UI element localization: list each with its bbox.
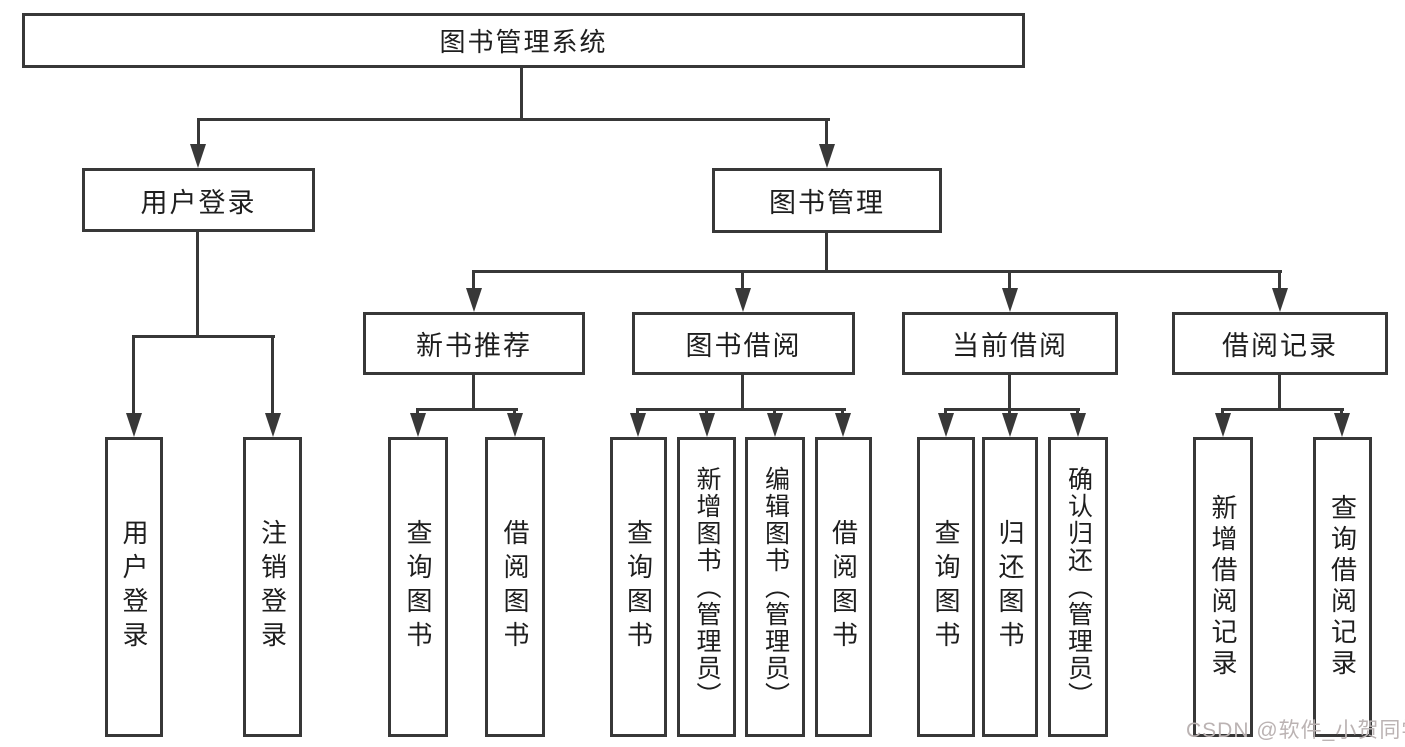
arrow-into-leaf-cb-return [1002,413,1018,437]
arrow-into-leaf-login [126,413,142,437]
arrow-into-leaf-bb-add [699,413,715,437]
leaf-cb-return-book: 归还图书 [982,437,1038,737]
arrow-into-book-management [819,144,835,168]
edge-current-borrow-stem [1008,375,1011,410]
leaf-br-query-record: 查询借阅记录 [1313,437,1372,737]
leaf-bb-borrow-book: 借阅图书 [815,437,872,737]
arrow-into-leaf-bb-query [630,413,646,437]
arrow-into-leaf-bb-borrow [835,413,851,437]
node-current-borrow: 当前借阅 [902,312,1118,375]
node-book-management-label: 图书管理 [769,188,885,218]
edge-book-management-rail [473,270,1282,273]
node-new-book-recommend: 新书推荐 [363,312,585,375]
leaf-bb-edit-book-admin: 编辑图书（管理员） [745,437,805,737]
edge-current-borrow-rail [945,408,1080,411]
edge-to-borrow-records-stem [1278,270,1281,293]
edge-to-book-management-stem [825,118,828,152]
leaf-cb-query-book: 查询图书 [917,437,975,737]
arrow-into-user-login [190,144,206,168]
leaf-br-query-record-label: 查询借阅记录 [1327,494,1358,680]
arrow-into-leaf-rec-query [410,413,426,437]
leaf-logout-label: 注销登录 [257,519,288,655]
arrow-into-leaf-cb-confirm [1070,413,1086,437]
leaf-bb-add-book-admin-label: 新增图书（管理员） [693,465,721,709]
arrow-into-book-borrow [735,288,751,312]
leaf-cb-confirm-return-admin-label: 确认归还（管理员） [1064,465,1093,709]
node-book-management: 图书管理 [712,168,942,233]
edge-new-book-recommend-rail [417,408,518,411]
leaf-cb-confirm-return-admin: 确认归还（管理员） [1048,437,1108,737]
leaf-br-add-record-label: 新增借阅记录 [1208,494,1238,680]
leaf-rec-query-book: 查询图书 [388,437,448,737]
node-user-login: 用户登录 [82,168,315,232]
leaf-cb-query-book-label: 查询图书 [931,519,961,655]
arrow-into-leaf-cb-query [938,413,954,437]
node-user-login-label: 用户登录 [140,187,257,218]
arrow-into-leaf-bb-edit [767,413,783,437]
edge-user-login-rail [133,335,275,338]
leaf-logout: 注销登录 [243,437,302,737]
leaf-user-login-label: 用户登录 [119,519,149,655]
edge-book-management-stem [825,233,828,272]
leaf-user-login: 用户登录 [105,437,163,737]
node-current-borrow-label: 当前借阅 [952,331,1068,361]
edge-to-new-book-recommend-stem [472,270,475,293]
leaf-rec-borrow-book: 借阅图书 [485,437,545,737]
edge-new-book-recommend-stem [472,375,475,410]
edge-borrow-records-stem [1278,375,1281,410]
node-book-borrow: 图书借阅 [632,312,855,375]
arrow-into-leaf-rec-borrow [507,413,523,437]
leaf-bb-query-book-label: 查询图书 [623,519,654,655]
edge-to-book-borrow-stem [741,270,744,293]
edge-user-login-stem [196,232,199,337]
leaf-bb-query-book: 查询图书 [610,437,667,737]
arrow-into-leaf-br-query [1334,413,1350,437]
edge-to-user-login-stem [197,118,200,152]
edge-root-rail [197,118,830,121]
leaf-cb-return-book-label: 归还图书 [995,519,1025,655]
node-root-label: 图书管理系统 [439,27,608,57]
edge-book-borrow-stem [741,375,744,410]
edge-borrow-records-rail [1222,408,1344,411]
arrow-into-current-borrow [1002,288,1018,312]
leaf-bb-add-book-admin: 新增图书（管理员） [677,437,736,737]
node-root: 图书管理系统 [22,13,1025,68]
node-borrow-records-label: 借阅记录 [1222,331,1338,361]
node-book-borrow-label: 图书借阅 [685,331,802,361]
edge-to-leaf-login-stem [132,335,135,417]
arrow-into-leaf-br-add [1215,413,1231,437]
leaf-rec-borrow-book-label: 借阅图书 [500,519,530,655]
node-borrow-records: 借阅记录 [1172,312,1388,375]
arrow-into-new-book-recommend [466,288,482,312]
edge-root-stem [520,68,523,118]
edge-to-current-borrow-stem [1008,270,1011,293]
edge-to-leaf-logout-stem [271,335,274,417]
leaf-rec-query-book-label: 查询图书 [403,519,433,655]
arrow-into-leaf-logout [265,413,281,437]
edge-book-borrow-rail [637,408,846,411]
leaf-bb-borrow-book-label: 借阅图书 [828,519,859,655]
leaf-br-add-record: 新增借阅记录 [1193,437,1253,737]
csdn-watermark: CSDN @软件_小贺同学 [1186,719,1405,742]
leaf-bb-edit-book-admin-label: 编辑图书（管理员） [761,465,790,709]
arrow-into-borrow-records [1272,288,1288,312]
node-new-book-recommend-label: 新书推荐 [416,331,532,361]
